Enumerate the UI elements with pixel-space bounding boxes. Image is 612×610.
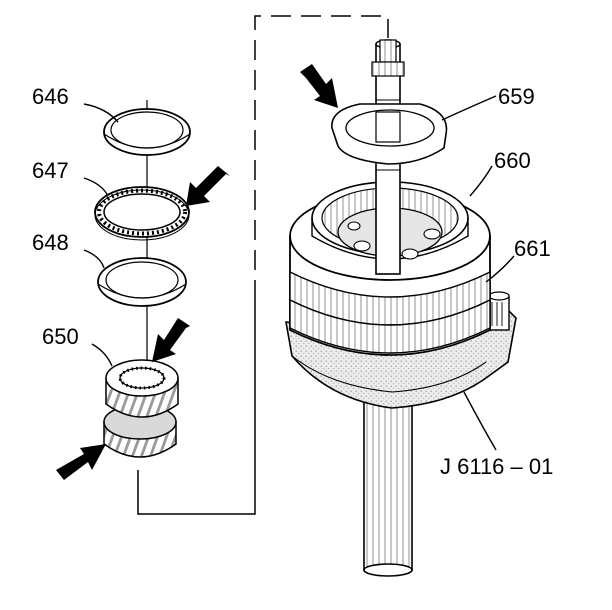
callout-648: 648 — [32, 230, 69, 255]
callout-647: 647 — [32, 158, 69, 183]
callout-646: 646 — [32, 84, 69, 109]
assembly-path-line — [137, 15, 389, 515]
arrow-gear-lower-icon — [56, 444, 106, 480]
needle-bearing-647 — [94, 186, 190, 241]
callout-661: 661 — [514, 236, 551, 261]
callout-659: 659 — [498, 84, 535, 109]
arrow-icon — [56, 64, 338, 480]
arrow-650-icon — [152, 318, 190, 362]
washer-648 — [97, 257, 187, 307]
synchronizer-assembly-660 — [289, 181, 491, 356]
callout-tool-j6116-01: J 6116 – 01 — [440, 454, 553, 479]
callout-660: 660 — [494, 148, 531, 173]
washer-646 — [103, 108, 191, 156]
arrow-647-icon — [186, 166, 230, 206]
leader-lines — [83, 95, 515, 451]
callout-650: 650 — [42, 324, 79, 349]
arrow-659-icon — [300, 64, 338, 108]
output-shaft-lower — [363, 397, 413, 577]
thrust-washer-659 — [331, 103, 448, 165]
helical-gear-650 — [103, 359, 179, 458]
